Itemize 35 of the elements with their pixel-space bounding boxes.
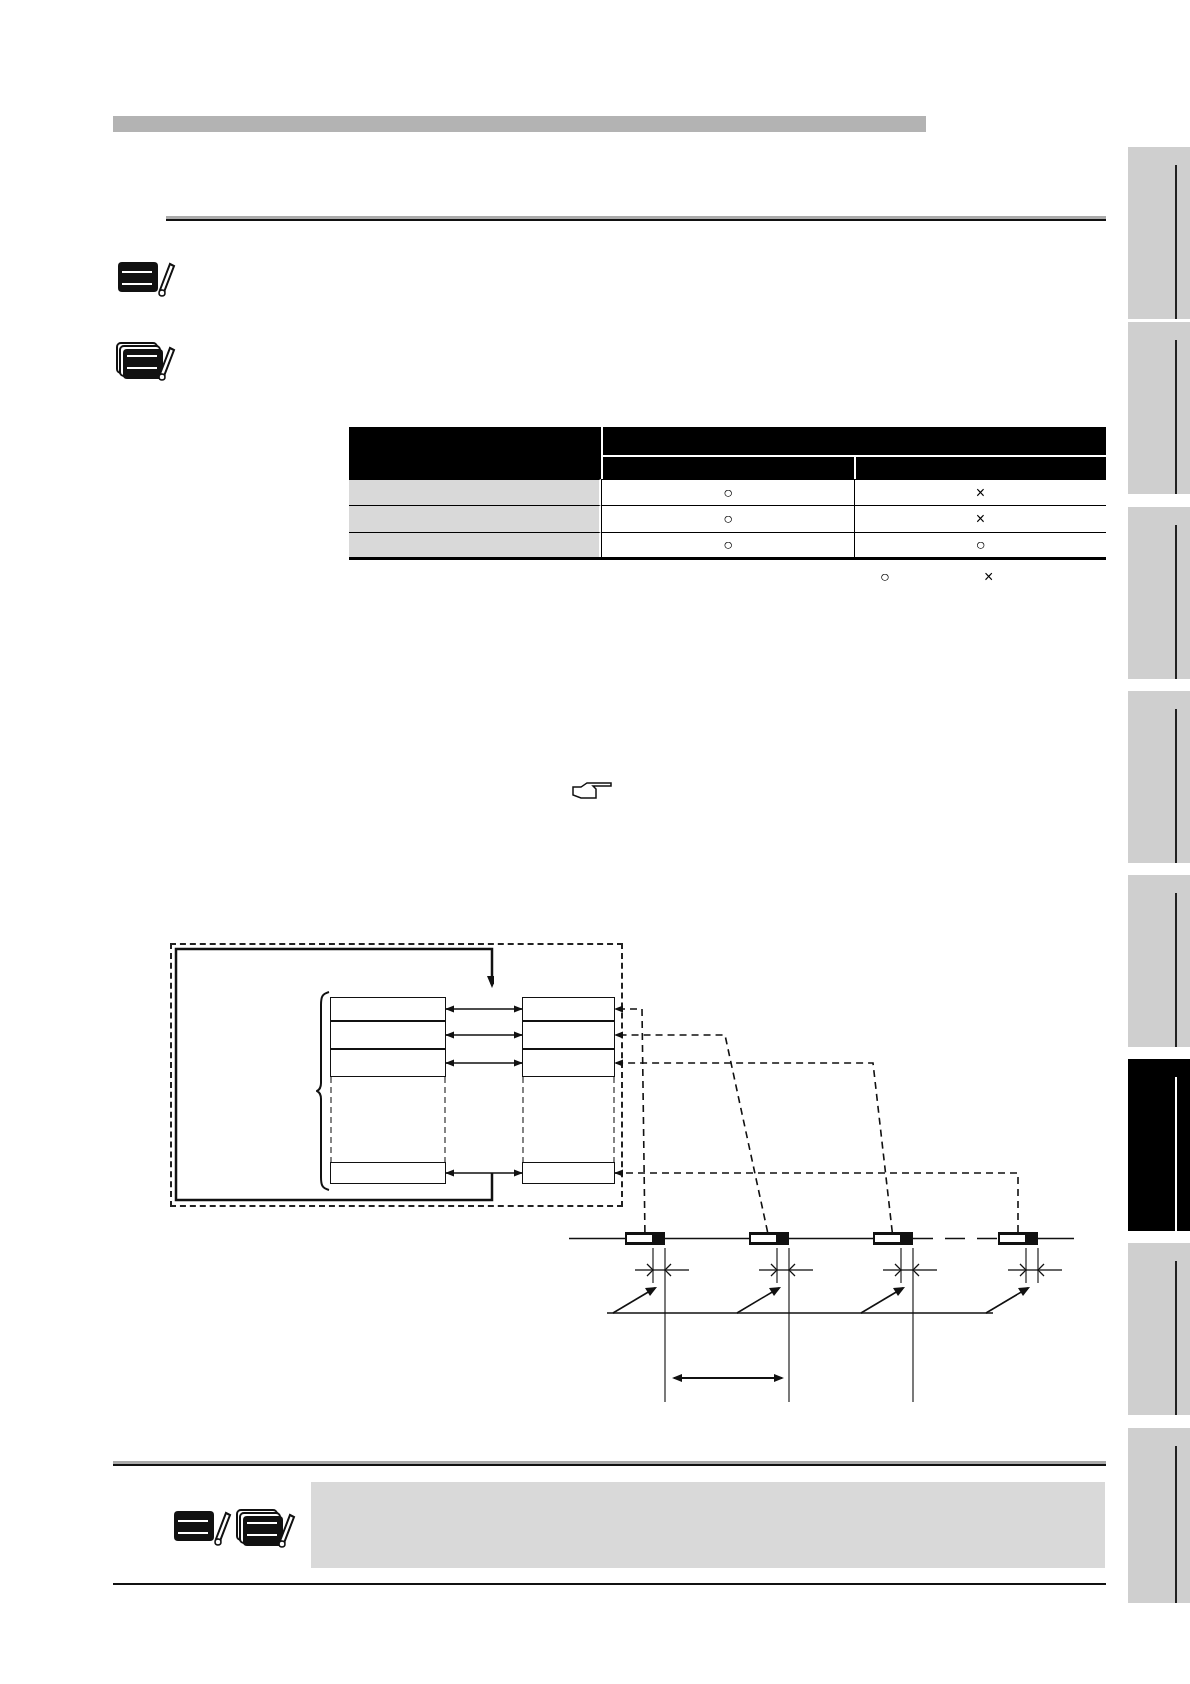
double-arrow bbox=[445, 1031, 523, 1039]
dashed-arrow bbox=[614, 1031, 769, 1233]
dashed-region bbox=[170, 943, 623, 1207]
table-cell: × bbox=[854, 505, 1106, 532]
table-cell: ○ bbox=[601, 505, 854, 532]
table-cell: ○ bbox=[601, 532, 854, 557]
double-arrow bbox=[445, 1169, 523, 1177]
double-arrow bbox=[445, 1059, 523, 1067]
sensor-drawing bbox=[998, 1232, 1038, 1245]
sensor-drawing bbox=[625, 1232, 665, 1245]
memory-cell bbox=[522, 1049, 615, 1077]
bus-line bbox=[912, 1237, 999, 1240]
dashed-arrow bbox=[614, 1169, 1019, 1233]
symbol-note: ○ bbox=[880, 567, 890, 587]
table-cell: × bbox=[854, 479, 1106, 505]
memory-cell bbox=[522, 997, 615, 1021]
memory-cell bbox=[330, 1162, 446, 1184]
memory-cell bbox=[522, 1021, 615, 1049]
table-cell: ○ bbox=[601, 479, 854, 505]
table-cell: ○ bbox=[854, 532, 1106, 557]
dashed-arrow bbox=[614, 1059, 894, 1233]
memory-cell bbox=[330, 997, 446, 1021]
note-box bbox=[311, 1482, 1105, 1568]
sensor-drawing bbox=[873, 1232, 913, 1245]
memory-cell bbox=[330, 1021, 446, 1049]
bus-line bbox=[788, 1237, 874, 1240]
dashed-arrow bbox=[614, 1005, 646, 1233]
memory-cell bbox=[522, 1162, 615, 1184]
memory-cell bbox=[330, 1049, 446, 1077]
sensor-drawing bbox=[749, 1232, 789, 1245]
bus-line bbox=[568, 1237, 626, 1240]
bus-line bbox=[664, 1237, 750, 1240]
double-arrow bbox=[445, 1005, 523, 1013]
bus-line bbox=[1037, 1237, 1075, 1240]
symbol-note: × bbox=[984, 567, 994, 587]
